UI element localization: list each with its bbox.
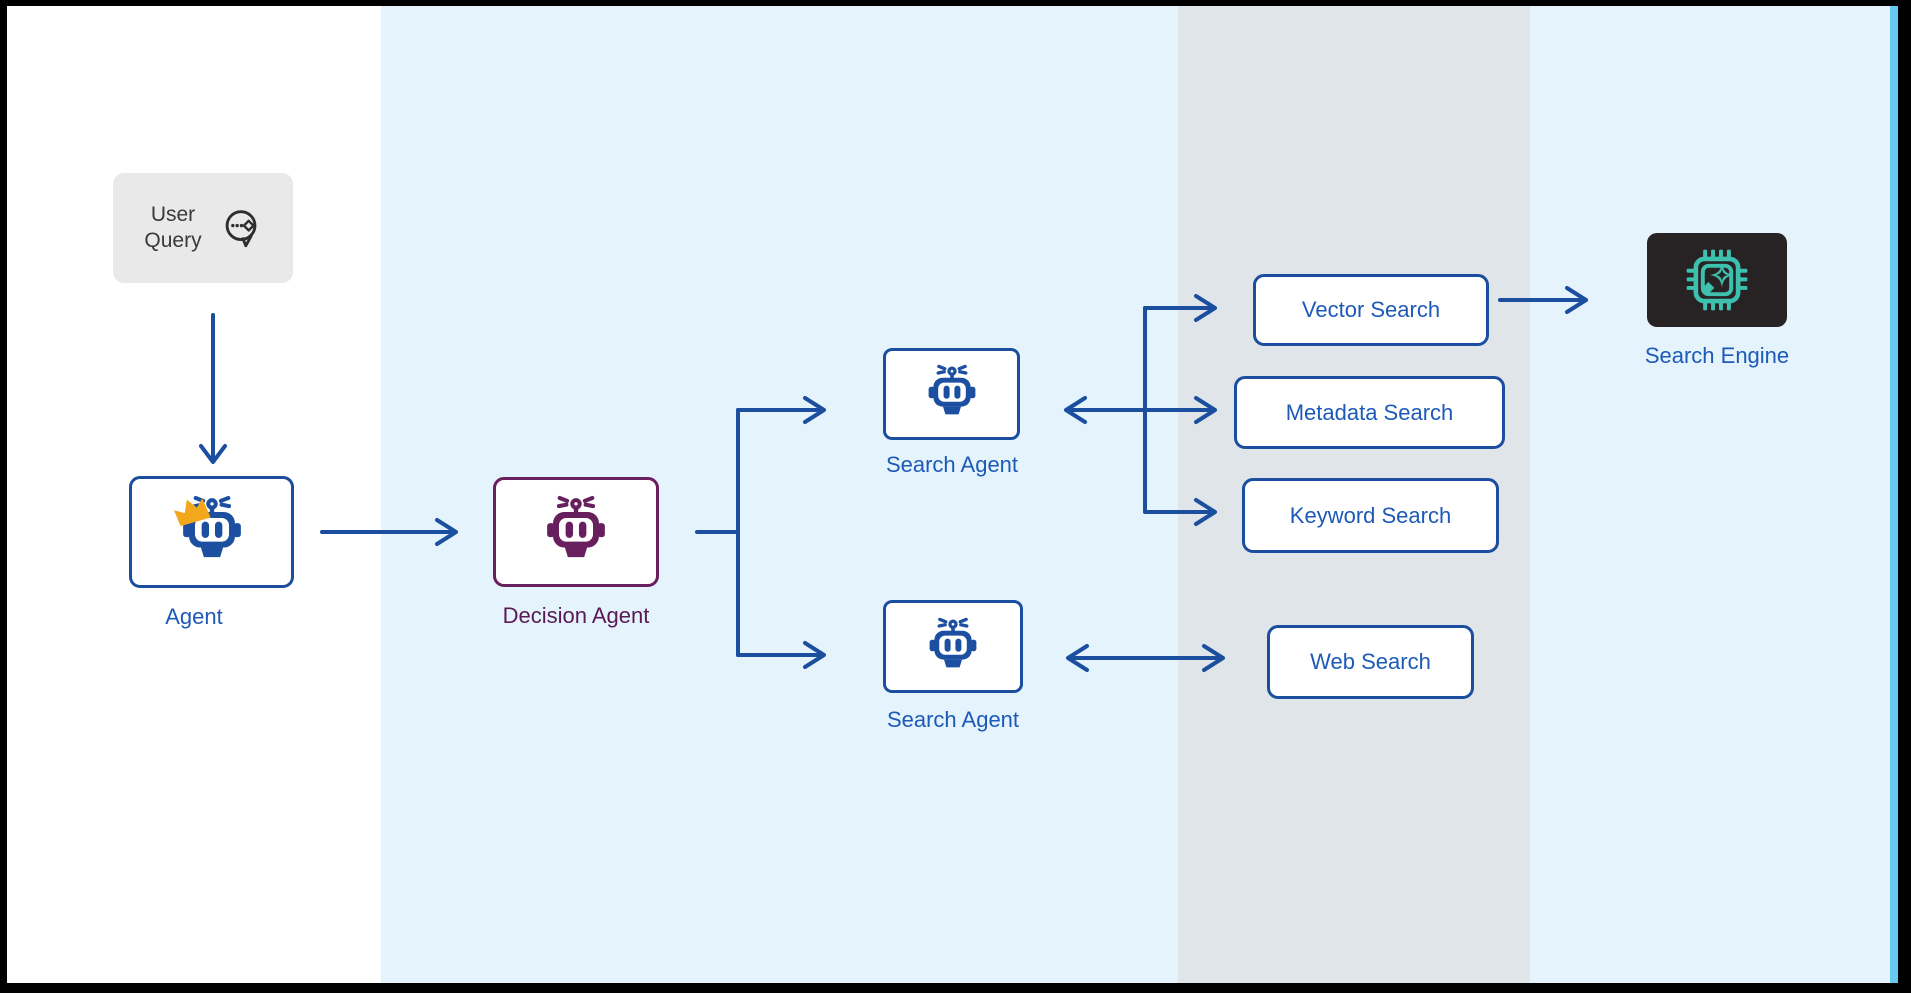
metadata-search-label: Metadata Search [1285,399,1454,425]
search-engine-node [1647,233,1787,327]
vector-search-label: Vector Search [1301,297,1441,322]
agent-node [129,476,294,588]
user-query-label: User Query [144,202,202,252]
metadata-search-node: Metadata Search [1234,376,1505,449]
chip-sparkle-icon [1684,247,1750,313]
decision-agent-node [493,477,659,587]
search-agent-top-label: Search Agent [885,452,1019,477]
search-agent-top-node [883,348,1020,440]
chat-bubble-sparkle-icon [217,204,265,252]
search-agent-bottom-label: Search Agent [886,707,1020,732]
agent-label: Agent [165,604,223,629]
robot-icon [922,364,982,424]
user-query-node: User Query [113,173,293,283]
keyword-search-node: Keyword Search [1242,478,1499,553]
vector-search-node: Vector Search [1253,274,1489,346]
search-engine-label: Search Engine [1644,343,1790,368]
web-search-node: Web Search [1267,625,1474,699]
background-band-blue-right [1530,6,1890,983]
keyword-search-label: Keyword Search [1289,502,1452,528]
robot-icon [539,495,613,569]
search-agent-bottom-node [883,600,1023,693]
decision-agent-label: Decision Agent [502,603,650,628]
web-search-label: Web Search [1310,649,1431,674]
robot-icon [923,617,983,677]
edge-accent-stripe [1890,6,1898,983]
